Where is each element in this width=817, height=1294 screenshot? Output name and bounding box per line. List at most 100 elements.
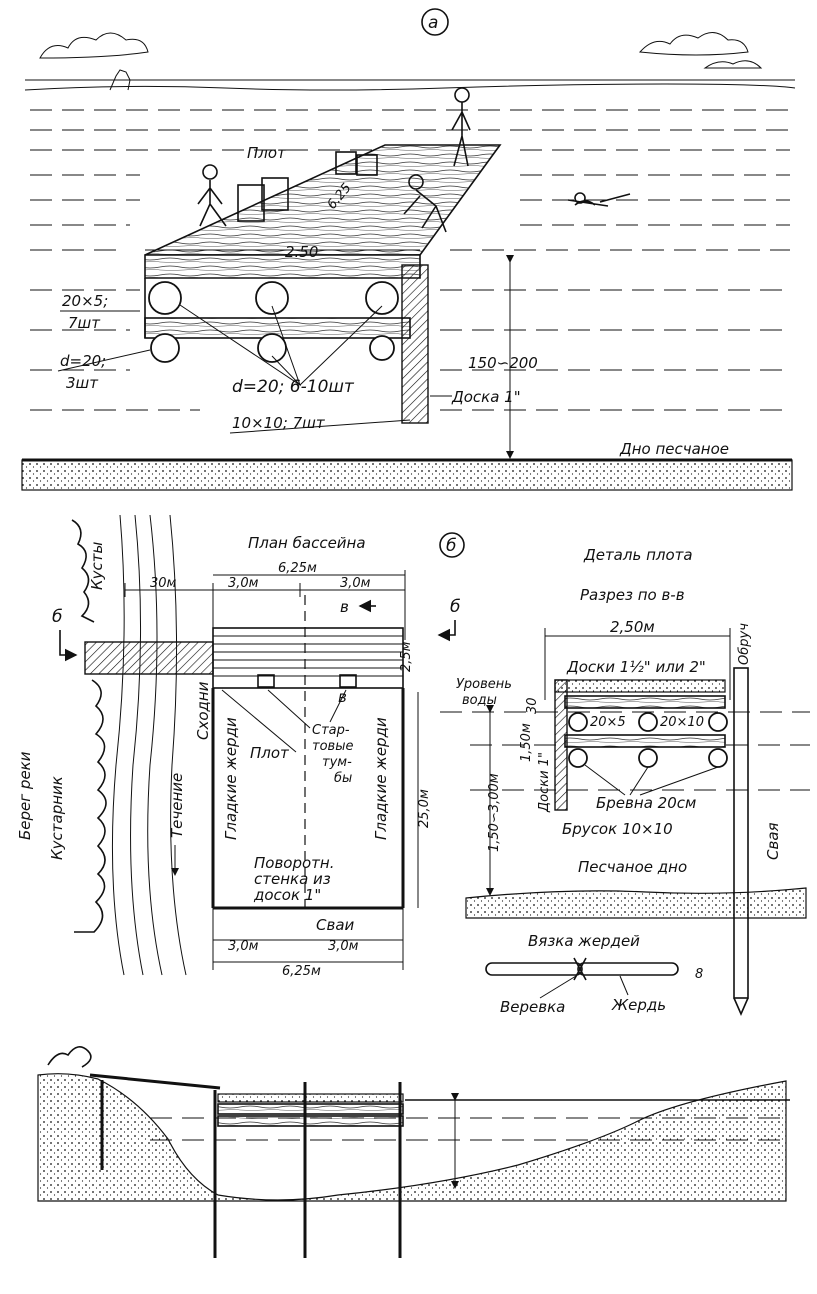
vertical-board [401,264,429,424]
raft-deck-front [144,254,421,279]
label-a-logs-big: d=20; 6-10шт [232,377,355,397]
detail-depth: 1,50∽3,00м [487,773,502,852]
leader-beams [229,419,411,434]
label-dim-25: 2,5м [399,641,414,672]
plan-raft-boards [213,635,403,677]
log-upper-3 [365,281,399,315]
label-poles-left: Гладкие жерди [222,717,240,840]
label-current: Течение [168,773,186,838]
detail-water-level-1: Уровень [456,677,512,692]
section-bb-raft-beam-2 [217,1115,404,1127]
label-a-logs-small-count: 3шт [66,374,99,392]
panel-b-detail: Деталь плота Разрез по в-в 2,50м Обруч Д… [440,546,810,1016]
detail-pole-left [485,962,583,976]
detail-beam-lower [564,734,726,748]
label-dim-250: 25,0м [417,789,432,828]
label-a-logs-small: d=20; [60,352,106,370]
detail-leader-pole [619,975,629,996]
detail-dim-8: 8 [695,967,703,982]
log-lower-1 [150,333,180,363]
detail-pole-tie: Вязка жердей [528,932,640,950]
detail-log-4 [568,748,588,768]
label-dim-bottom-right: 3,0м [328,939,359,954]
starting-block-1 [237,184,265,222]
detail-pole: Жердь [611,996,666,1014]
starting-block-2 [261,177,289,211]
label-a-bottom: Дно песчаное [619,440,729,458]
label-a-boards: 20×5; [62,292,108,310]
section-b-left-arrow [59,630,78,662]
detail-boards-1: Доски 1" [537,752,552,813]
starting-block-3 [335,151,357,175]
leader-plan-raft [221,689,297,753]
plan-ladder [84,641,214,675]
water-ripples [30,109,790,411]
detail-log-3 [708,712,728,732]
detail-sand-bottom: Песчаное дно [578,858,687,876]
starting-block-4 [356,154,378,176]
label-plan-raft: Плот [250,744,290,762]
plan-starting-block-1 [257,674,275,688]
log-upper-2 [255,281,289,315]
log-lower-3 [369,335,395,361]
label-dim-bottom-total: 6,25м [282,964,321,979]
detail-boards: Доски 1½" или 2" [566,658,706,676]
detail-beam-20x10: 20×10 [660,715,704,730]
panel-a-perspective: а [21,8,796,491]
cloud-left [39,32,149,59]
label-a-dim-250: 2.50 [285,243,318,261]
bushes-top [71,519,95,623]
detail-width: 2,50м [610,618,655,636]
detail-rope: Веревка [500,998,565,1016]
river-line-3 [147,514,163,976]
detail-pile [733,667,749,999]
label-a-depth: 150∽200 [468,354,538,372]
label-dim-left: 3,0м [228,576,259,591]
log-lower-2 [257,333,287,363]
detail-log-2 [638,712,658,732]
label-turn-wall-2: стенка из [254,870,331,888]
detail-log-6 [708,748,728,768]
detail-leader-logs [584,764,719,796]
label-section-b-left: б [52,607,62,627]
label-starting-3: тум- [322,755,352,770]
section-bb-ground [37,1073,787,1202]
panel-b-marker: б [446,536,456,556]
label-a-boards-count: 7шт [68,314,101,332]
detail-log-1 [568,712,588,732]
label-a-board: Доска 1" [451,388,521,406]
leader-logs-small [57,349,151,372]
label-dim-30m: 30м [150,576,177,591]
leader-starting-2 [329,689,347,723]
section-bb [37,1046,790,1258]
detail-side-board [554,679,568,811]
detail-log-5 [638,748,658,768]
sandy-bottom-a [21,459,793,491]
detail-dim-150: 1,50м [519,723,534,762]
cloud-far-right [703,60,763,69]
label-poles-right: Гладкие жерди [372,717,390,840]
plan-raft [212,627,404,689]
label-turn-wall-3: досок 1" [253,886,321,904]
river-line-2 [130,514,144,976]
far-shore [24,83,796,91]
label-section-b-right: б [450,597,460,617]
detail-title: Деталь плота [583,546,693,564]
label-turn-wall-1: Поворотн. [254,854,335,872]
detail-beam-20x5: 20×5 [590,715,626,730]
detail-pile-tip [733,997,749,1016]
detail-logs: Бревна 20см [596,794,696,812]
panel-b-plan: б План бассейна Кусты Берег реки Кустарн… [16,514,465,979]
detail-bar: Брусок 10×10 [562,820,673,838]
detail-sand-bed [465,887,807,919]
section-bb-raft-beam [217,1103,404,1115]
label-dim-total: 6,25м [278,561,317,576]
detail-dim-30: 30 [525,697,540,714]
label-dim-bottom-left: 3,0м [228,939,259,954]
label-bushes: Кусты [88,541,106,590]
detail-pole-right [577,962,679,976]
log-upper-1 [148,281,182,315]
label-section-v-top: в [340,598,349,616]
river-line-1 [111,514,125,976]
